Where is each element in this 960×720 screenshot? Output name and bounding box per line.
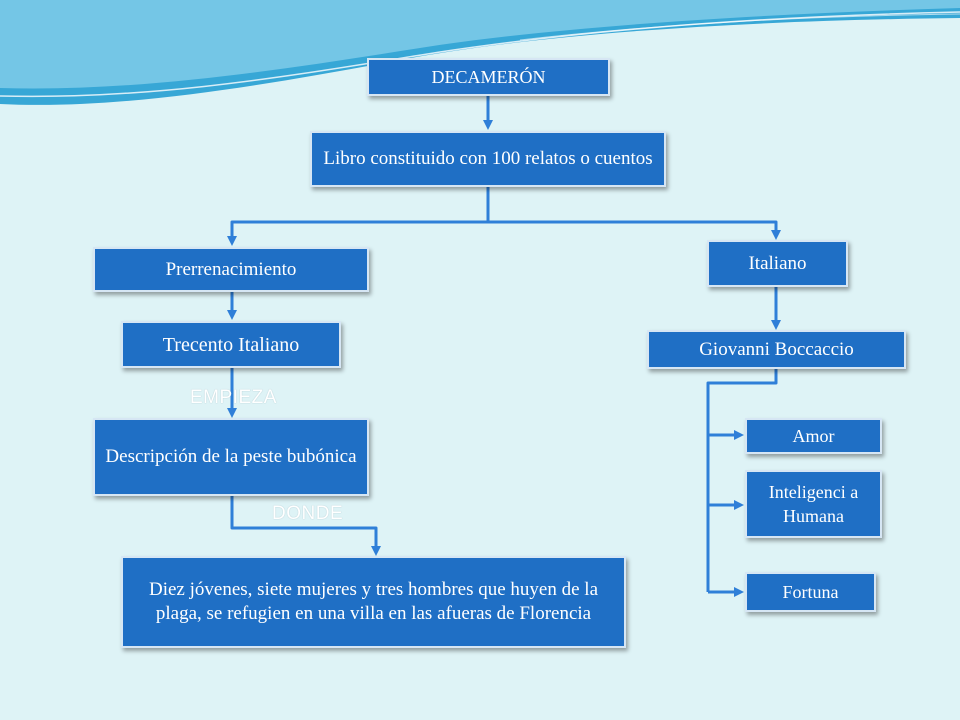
wave-highlight <box>0 11 960 98</box>
node-italiano: Italiano <box>707 240 848 287</box>
connector-label-empieza: EMPIEZA <box>190 387 277 408</box>
node-fortuna: Fortuna <box>745 572 876 612</box>
node-trecento: Trecento Italiano <box>121 321 341 368</box>
wave-light <box>0 0 960 89</box>
node-diez-jovenes: Diez jóvenes, siete mujeres y tres hombr… <box>121 556 626 648</box>
node-boccaccio: Giovanni Boccaccio <box>647 330 906 369</box>
connector-branch-prerrenacimiento <box>227 220 488 246</box>
node-libro: Libro constituido con 100 relatos o cuen… <box>310 131 666 187</box>
header-wave-decoration <box>0 0 960 105</box>
connector-label-donde: DONDE <box>272 503 344 524</box>
node-prerrenacimiento: Prerrenacimiento <box>93 247 369 292</box>
node-descripcion: Descripción de la peste bubónica <box>93 418 369 496</box>
wave-highlight-2 <box>519 13 960 41</box>
node-inteligencia: Inteligenci a Humana <box>745 470 882 538</box>
connector-branch-italiano <box>488 220 781 240</box>
node-amor: Amor <box>745 418 882 454</box>
node-decameron: DECAMERÓN <box>367 58 610 96</box>
